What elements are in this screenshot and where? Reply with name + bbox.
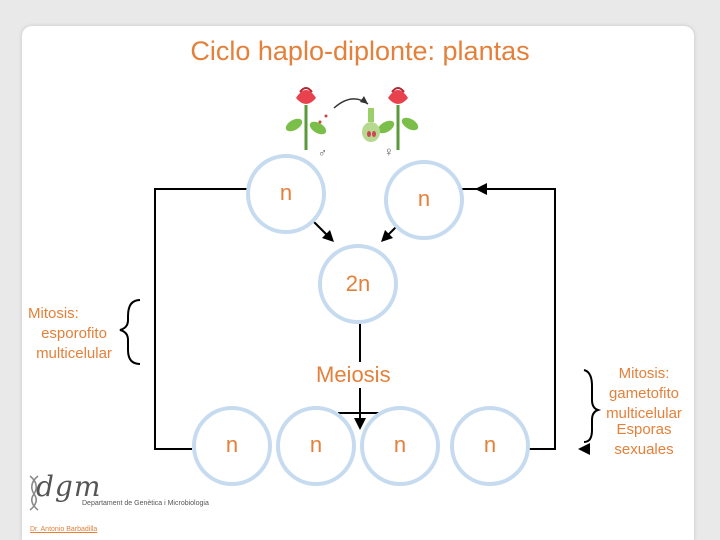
right-note-line-5: sexuales bbox=[614, 441, 674, 458]
right-note-line-3: multicelular bbox=[606, 405, 682, 422]
right-note-line-4: Esporas bbox=[616, 421, 672, 438]
left-note-line-2: esporofito bbox=[41, 325, 107, 342]
node-2n-label: 2n bbox=[345, 271, 371, 296]
node-n-top-left bbox=[246, 154, 326, 234]
node-n-bottom-2 bbox=[276, 406, 356, 486]
male-symbol: ♂ bbox=[318, 146, 327, 160]
arrowheads bbox=[200, 183, 590, 455]
node-n-top-right bbox=[384, 160, 464, 240]
footer-department: Departament de Genètica i Microbiologia bbox=[82, 500, 209, 507]
node-n-top-left-label: n bbox=[279, 180, 293, 205]
right-note-line-1: Mitosis: bbox=[618, 365, 670, 382]
node-n-bottom-1 bbox=[192, 406, 272, 486]
node-n-bottom-3 bbox=[360, 406, 440, 486]
pistil-icon bbox=[362, 108, 380, 142]
logo-text: dgm bbox=[36, 470, 102, 503]
right-bracket bbox=[583, 369, 602, 443]
page-title: Ciclo haplo-diplonte: plantas bbox=[190, 36, 530, 66]
left-note-line-3: multicelular bbox=[36, 345, 112, 362]
left-bracket bbox=[119, 299, 141, 365]
left-note-line-1: Mitosis: bbox=[28, 305, 79, 322]
node-n-bottom-2-label: n bbox=[309, 432, 323, 457]
flower-male-icon bbox=[285, 87, 327, 150]
flower-female-icon bbox=[377, 87, 419, 150]
node-n-bottom-4-label: n bbox=[483, 432, 497, 457]
right-note: Mitosis: gametofito multicelular Esporas… bbox=[596, 364, 692, 460]
female-symbol: ♀ bbox=[384, 144, 394, 159]
node-n-top-right-label: n bbox=[417, 186, 431, 211]
node-n-bottom-3-label: n bbox=[393, 432, 407, 457]
node-2n bbox=[318, 244, 398, 324]
pollination-arrow-icon bbox=[318, 96, 369, 124]
node-n-bottom-4 bbox=[450, 406, 530, 486]
right-note-line-2: gametofito bbox=[608, 385, 680, 402]
meiosis-label: Meiosis bbox=[312, 362, 395, 388]
footer-author-link[interactable]: Dr. Antonio Barbadilla bbox=[30, 526, 98, 533]
left-note: Mitosis: esporofito multicelular bbox=[24, 304, 124, 364]
node-n-bottom-1-label: n bbox=[225, 432, 239, 457]
